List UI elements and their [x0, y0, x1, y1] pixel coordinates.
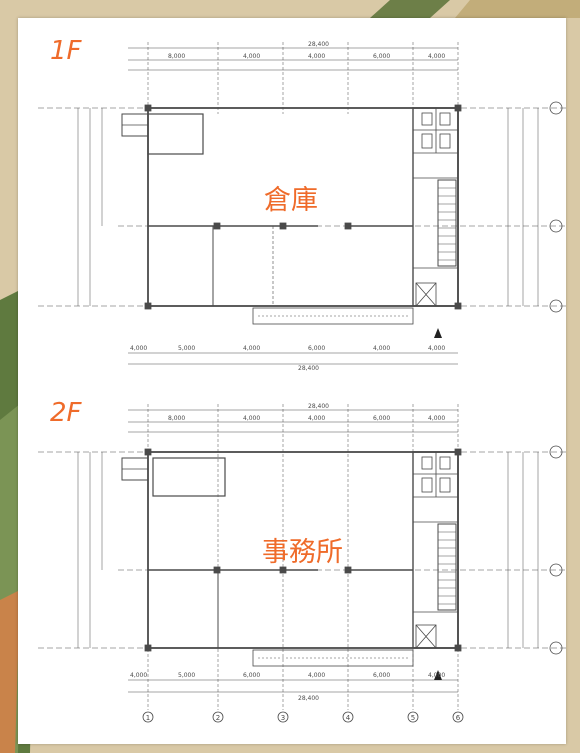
dim-top-span: 4,000: [428, 415, 445, 422]
dim-top-span: 4,000: [428, 53, 445, 60]
dim-top-span: 6,000: [373, 53, 390, 60]
dim-top-span: 8,000: [168, 415, 185, 422]
dim-bottom-span: 4,000: [428, 345, 445, 352]
grid-axis-label: 6: [456, 714, 461, 722]
dim-top-span: 4,000: [308, 53, 325, 60]
dim-bottom-total: 28,400: [298, 695, 319, 702]
floor-label-1f: 1F: [50, 36, 82, 66]
grid-axis-label: 4: [346, 714, 351, 722]
grid-axis-label: 5: [411, 714, 415, 722]
dim-top-span: 4,000: [308, 415, 325, 422]
dim-bottom-span: 4,000: [130, 672, 147, 679]
dim-bottom-span: 4,000: [428, 672, 445, 679]
dim-top-span: 4,000: [243, 53, 260, 60]
dim-bottom-total: 28,400: [298, 365, 319, 372]
dim-bottom-span: 6,000: [373, 672, 390, 679]
dim-bottom-span: 6,000: [308, 345, 325, 352]
dim-bottom-span: 6,000: [243, 672, 260, 679]
floor-plan-1f: 28,400 8,000 4,000 4,000 6,000 4,000 4,0…: [38, 41, 566, 372]
dim-top-total: 28,400: [308, 403, 329, 410]
dim-top-span: 4,000: [243, 415, 260, 422]
drawing-sheet: 28,400 8,000 4,000 4,000 6,000 4,000 4,0…: [18, 18, 566, 744]
dim-top-span: 8,000: [168, 53, 185, 60]
floor-plan-2f: 28,400 8,000 4,000 4,000 6,000 4,000 4,0…: [38, 403, 566, 723]
dim-bottom-span: 4,000: [373, 345, 390, 352]
grid-axis-label: 1: [146, 714, 150, 722]
floor-label-2f: 2F: [50, 398, 82, 428]
dim-bottom-span: 5,000: [178, 672, 195, 679]
dim-bottom-span: 4,000: [243, 345, 260, 352]
dim-bottom-span: 4,000: [130, 345, 147, 352]
grid-axis-label: 2: [216, 714, 220, 722]
dim-bottom-span: 5,000: [178, 345, 195, 352]
room-label-1f: 倉庫: [264, 185, 318, 216]
dim-top-span: 6,000: [373, 415, 390, 422]
grid-axis-label: 3: [281, 714, 285, 722]
dim-bottom-span: 4,000: [308, 672, 325, 679]
dim-top-total: 28,400: [308, 41, 329, 48]
room-label-2f: 事務所: [262, 537, 343, 568]
